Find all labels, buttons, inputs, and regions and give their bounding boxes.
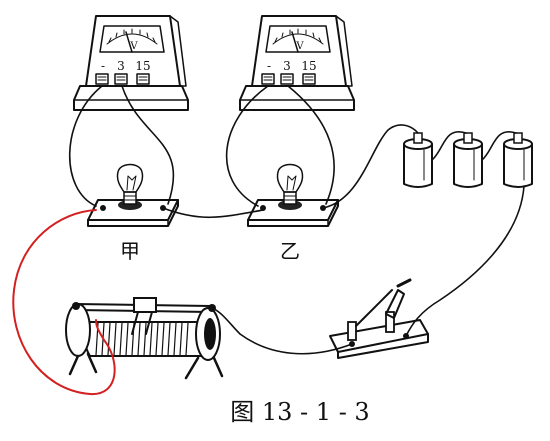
- battery-cell-1: [403, 132, 433, 188]
- lamp-jia-bulb: [116, 163, 144, 193]
- lamp-yi-bulb: [276, 163, 304, 193]
- battery-cell-2: [453, 132, 483, 188]
- meter-2-scale-symbol: V: [295, 41, 304, 52]
- meter-2-dial: [265, 25, 331, 53]
- meter-1-needle: [125, 31, 133, 53]
- switch-blade: [385, 289, 405, 319]
- wire-cell2-to-cell3: [481, 130, 517, 161]
- voltmeter-1: V - 3 15: [73, 15, 189, 111]
- lamp-jia: 甲: [87, 163, 179, 263]
- figure-caption: 图 13 - 1 - 3: [230, 398, 369, 426]
- lamp-yi-label: 乙: [280, 239, 300, 263]
- lamp-yi: 乙: [247, 163, 339, 263]
- meter-1-dial: [99, 25, 165, 53]
- sliding-rheostat: [65, 297, 224, 380]
- meter-2-terminal-label-neg: -: [267, 59, 271, 73]
- wire-meter1-3-to-lamp-jia: [121, 85, 175, 205]
- battery-pack: [403, 132, 533, 188]
- rheostat-slider: [133, 297, 157, 313]
- battery-cell-3: [503, 132, 533, 188]
- meter-2-terminal-label-15: 15: [301, 59, 316, 73]
- red-wire-lamp-jia-to-rheostat: [12, 209, 116, 396]
- wire-meter2-neg-to-lamp-yi: [225, 85, 269, 207]
- meter-1-terminals: [95, 73, 150, 85]
- wire-switch-to-rheostat: [211, 307, 353, 355]
- meter-1-terminal-label-15: 15: [135, 59, 150, 73]
- meter-2-terminal-label-3: 3: [283, 59, 291, 73]
- lamp-jia-label: 甲: [120, 239, 140, 263]
- wire-meter1-neg-to-lamp-jia: [68, 85, 103, 207]
- wire-lamp-yi-to-battery: [322, 124, 419, 209]
- meter-1-terminal-label-neg: -: [101, 59, 105, 73]
- wire-cell1-to-cell2: [431, 130, 467, 161]
- wires: [68, 85, 525, 355]
- wire-battery-to-switch: [405, 185, 525, 337]
- wire-lamp-jia-to-lamp-yi: [162, 207, 264, 219]
- meter-2-needle: [291, 31, 299, 53]
- meter-1-scale-symbol: V: [129, 41, 138, 52]
- meter-2-terminals: [261, 73, 316, 85]
- meter-1-terminal-label-3: 3: [117, 59, 125, 73]
- voltmeter-2: V - 3 15: [239, 15, 355, 111]
- wire-meter2-3-to-lamp-yi: [287, 85, 335, 205]
